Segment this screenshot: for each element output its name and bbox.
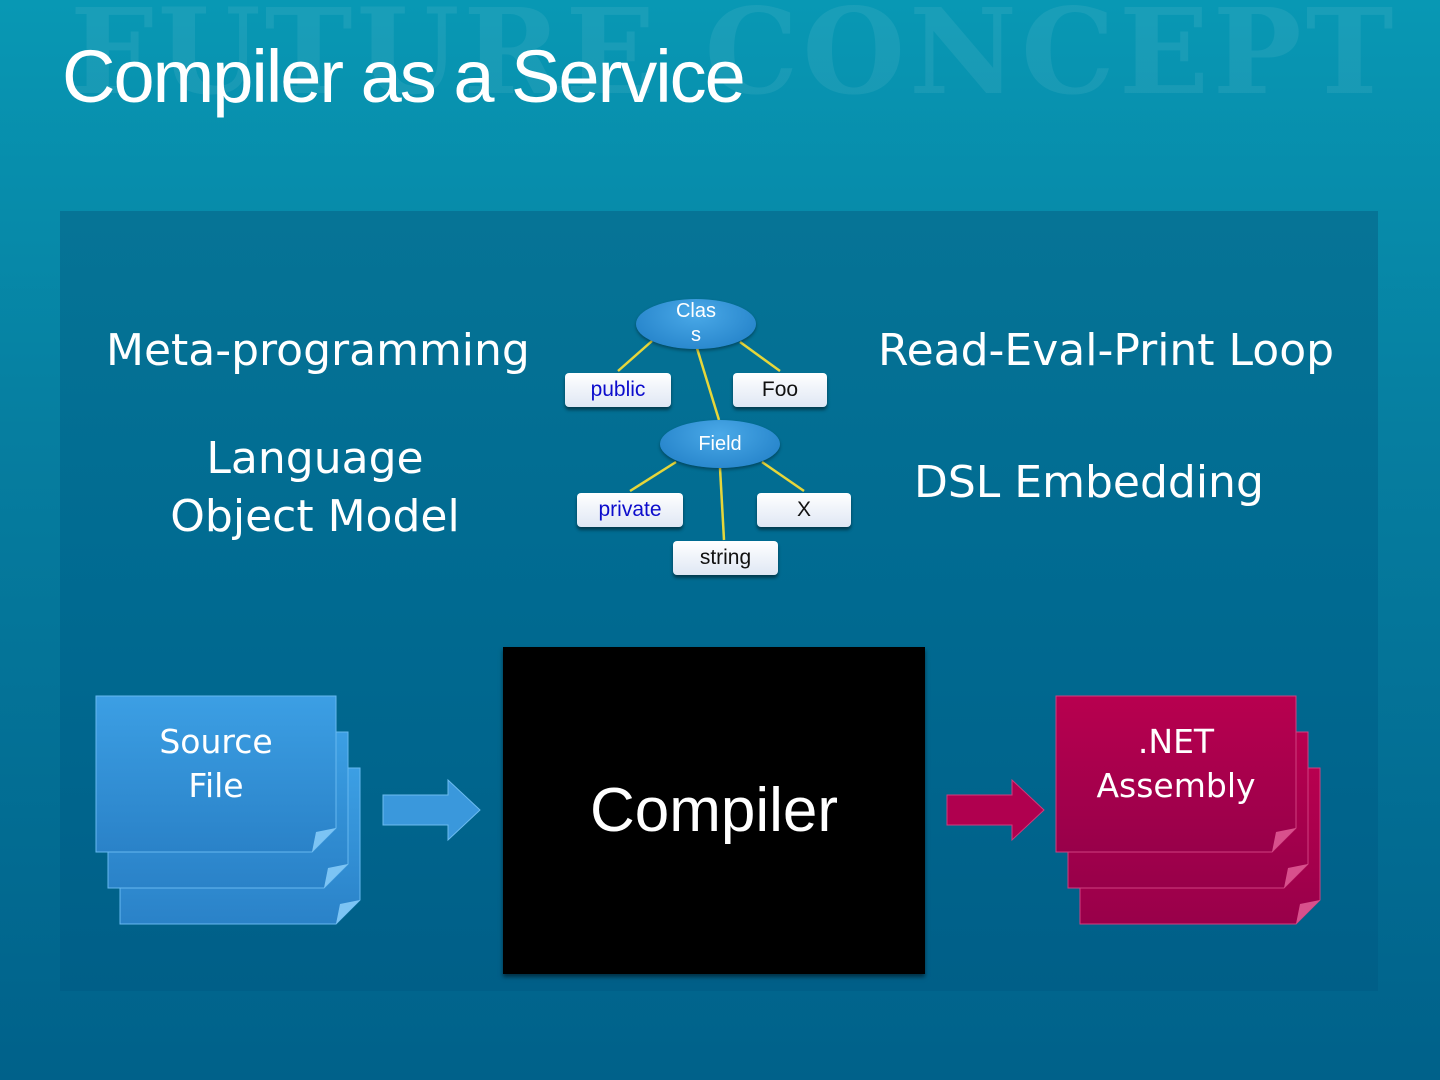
feature-meta-programming: Meta-programming xyxy=(106,325,530,376)
arrow-source-to-compiler xyxy=(382,778,481,842)
source-file-line2: File xyxy=(188,766,244,805)
source-page-1 xyxy=(95,695,337,853)
tree-node-class-line1: Clas xyxy=(675,300,716,322)
compiler-label: Compiler xyxy=(589,776,839,845)
tree-node-x: X xyxy=(757,493,851,527)
net-assembly-line1: .NET xyxy=(1137,722,1215,761)
edge-field-private xyxy=(629,460,677,493)
assembly-page-1 xyxy=(1055,695,1297,853)
feature-repl: Read-Eval-Print Loop xyxy=(878,325,1335,376)
feature-dsl-embedding: DSL Embedding xyxy=(914,457,1264,508)
compiler-box: Compiler xyxy=(503,647,925,974)
tree-node-foo: Foo xyxy=(733,373,827,407)
edge-class-field xyxy=(694,344,721,421)
source-file-line1: Source xyxy=(159,722,273,761)
tree-node-class-line2: s xyxy=(691,324,701,346)
slide-title: Compiler as a Service xyxy=(62,35,746,118)
edge-class-foo xyxy=(739,340,781,373)
feature-language-line1: Language xyxy=(206,433,424,484)
tree-node-string: string xyxy=(673,541,778,575)
tree-node-public: public xyxy=(565,373,671,407)
tree-node-class: Clas s xyxy=(636,299,756,349)
source-file-label: Source File xyxy=(96,720,336,808)
edge-field-string xyxy=(718,467,726,541)
arrow-compiler-to-assembly xyxy=(946,778,1045,842)
tree-node-field: Field xyxy=(660,420,780,468)
tree-node-private: private xyxy=(577,493,683,527)
feature-language-object-model: Language Object Model xyxy=(160,430,470,546)
watermark-text: FUTURE CONCEPT xyxy=(70,0,1398,121)
net-assembly-label: .NET Assembly xyxy=(1056,720,1296,808)
edge-field-x xyxy=(761,460,805,493)
feature-language-line2: Object Model xyxy=(170,491,460,542)
net-assembly-line2: Assembly xyxy=(1096,766,1256,805)
edge-class-public xyxy=(617,340,653,372)
